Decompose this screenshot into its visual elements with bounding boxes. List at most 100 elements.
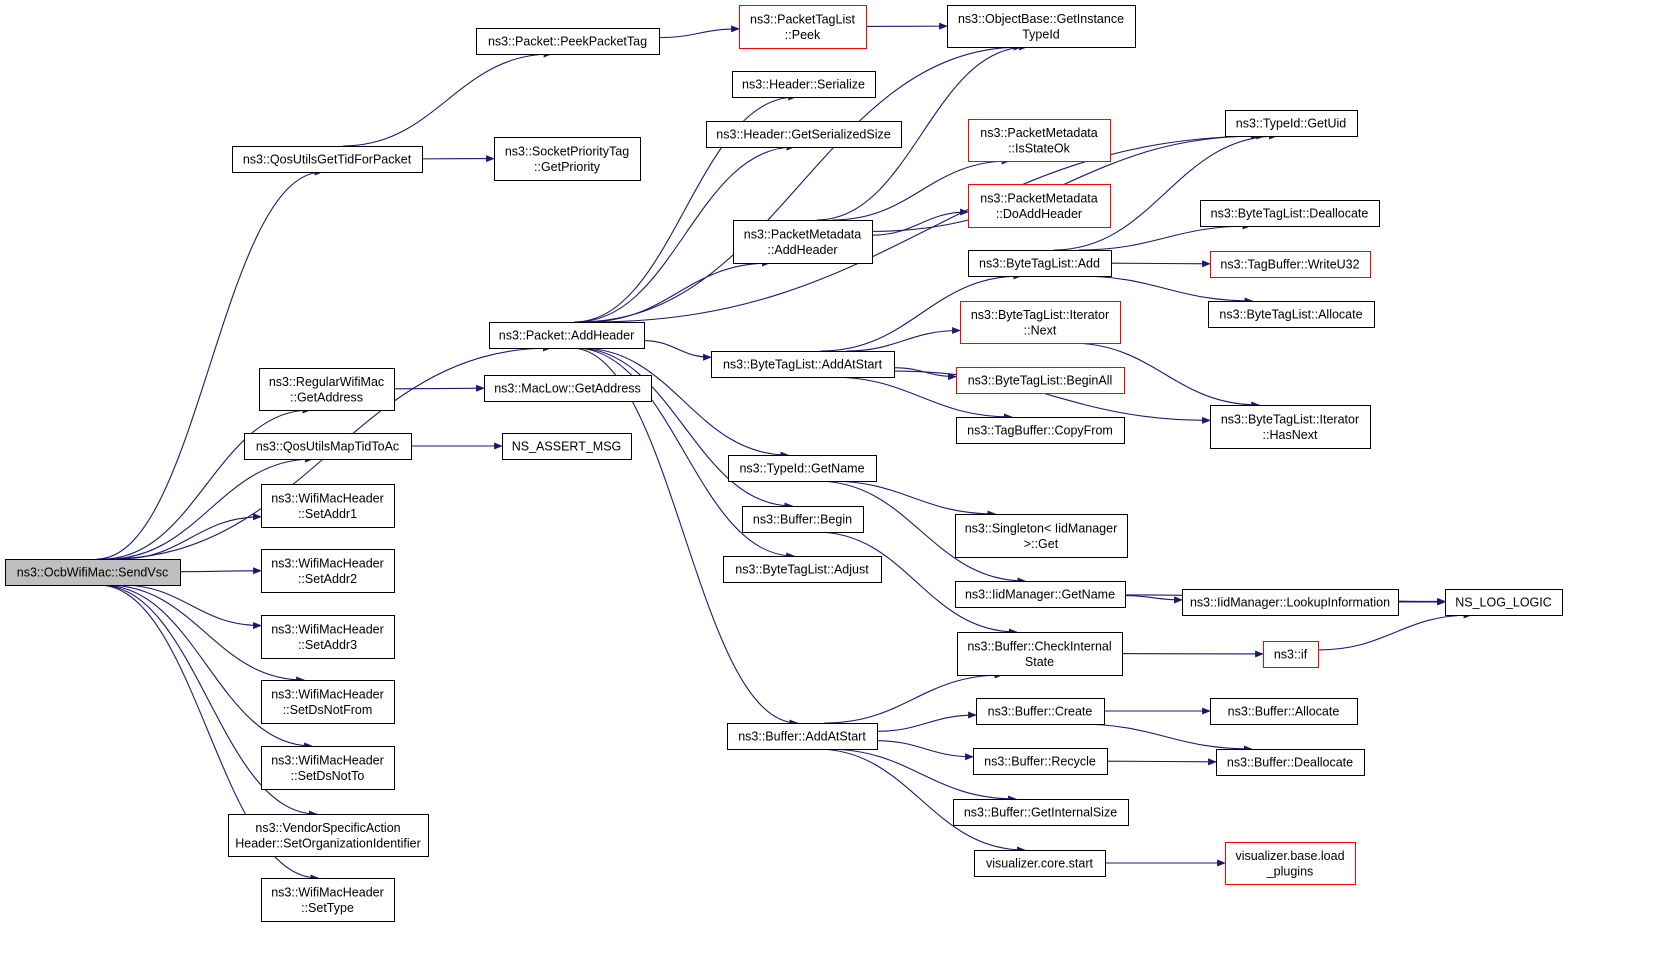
- node-buffer_recycle[interactable]: ns3::Buffer::Recycle: [973, 748, 1108, 775]
- node-packettaglist_peek[interactable]: ns3::PacketTagList::Peek: [739, 5, 867, 49]
- node-label-btl_allocate-0: ns3::ByteTagList::Allocate: [1219, 308, 1362, 322]
- node-label-setaddr3-1: ::SetAddr3: [298, 638, 357, 652]
- node-layer: ns3::OcbWifiMac::SendVsc ns3::QosUtilsGet…: [5, 5, 1563, 922]
- node-buffer_allocate[interactable]: ns3::Buffer::Allocate: [1210, 698, 1358, 725]
- node-box-pm_doaddheader: [968, 184, 1111, 228]
- node-visualizer_load_plugins[interactable]: visualizer.base.load_plugins: [1225, 842, 1356, 885]
- node-box-socketprioritytag: [494, 137, 641, 181]
- edge-packet_addheader-to-typeid_getname: [580, 347, 790, 459]
- node-box-getinstancetypeid: [947, 5, 1136, 48]
- edge-packet_addheader-to-typeid_getuid: [593, 132, 1266, 323]
- node-btl_add[interactable]: ns3::ByteTagList::Add: [968, 250, 1112, 277]
- node-box-iid_lookupinformation: [1182, 589, 1399, 616]
- node-box-singleton_get: [955, 514, 1128, 558]
- node-setaddr3[interactable]: ns3::WifiMacHeader::SetAddr3: [261, 615, 395, 659]
- node-label-buffer_allocate-0: ns3::Buffer::Allocate: [1228, 705, 1340, 719]
- edge-sendvsc-to-qosmaptidtoac: [107, 455, 314, 560]
- node-label-maclow_getaddress-0: ns3::MacLow::GetAddress: [494, 382, 641, 396]
- node-label-buffer_addatstart-0: ns3::Buffer::AddAtStart: [738, 730, 866, 744]
- node-buffer_getinternalsize[interactable]: ns3::Buffer::GetInternalSize: [953, 799, 1129, 826]
- node-box-setdsnotfrom: [261, 680, 395, 724]
- node-btl_deallocate[interactable]: ns3::ByteTagList::Deallocate: [1200, 200, 1380, 227]
- node-label-setaddr2-0: ns3::WifiMacHeader: [271, 556, 384, 570]
- node-box-buffer_addatstart: [727, 723, 878, 750]
- node-btl_allocate[interactable]: ns3::ByteTagList::Allocate: [1208, 301, 1375, 328]
- node-setaddr2[interactable]: ns3::WifiMacHeader::SetAddr2: [261, 549, 395, 593]
- node-btl_addatstart[interactable]: ns3::ByteTagList::AddAtStart: [711, 351, 895, 378]
- node-tagbuffer_writeu32[interactable]: ns3::TagBuffer::WriteU32: [1210, 251, 1371, 278]
- node-socketprioritytag[interactable]: ns3::SocketPriorityTag::GetPriority: [494, 137, 641, 181]
- node-qosmaptidtoac[interactable]: ns3::QosUtilsMapTidToAc: [244, 433, 412, 460]
- node-pm_doaddheader[interactable]: ns3::PacketMetadata::DoAddHeader: [968, 184, 1111, 228]
- node-sendvsc[interactable]: ns3::OcbWifiMac::SendVsc: [5, 559, 181, 586]
- node-box-maclow_getaddress: [484, 375, 652, 402]
- node-box-buffer_getinternalsize: [953, 799, 1129, 826]
- node-label-setaddr1-0: ns3::WifiMacHeader: [271, 491, 384, 505]
- node-label-settype-0: ns3::WifiMacHeader: [271, 885, 384, 899]
- node-box-btl_iterator_hasnext: [1210, 405, 1371, 449]
- node-btl_iterator_next[interactable]: ns3::ByteTagList::Iterator::Next: [960, 301, 1121, 344]
- node-buffer_addatstart[interactable]: ns3::Buffer::AddAtStart: [727, 723, 878, 750]
- node-maclow_getaddress[interactable]: ns3::MacLow::GetAddress: [484, 375, 652, 402]
- node-box-packettaglist_peek: [739, 5, 867, 49]
- node-box-btl_add: [968, 250, 1112, 277]
- node-btl_adjust[interactable]: ns3::ByteTagList::Adjust: [723, 556, 882, 583]
- edge-packet_addheader-to-btl_adjust: [574, 347, 796, 560]
- node-iid_lookupinformation[interactable]: ns3::IidManager::LookupInformation: [1182, 589, 1399, 616]
- node-ns_assert_msg[interactable]: NS_ASSERT_MSG: [502, 433, 632, 460]
- edge-sendvsc-to-qosgettid: [96, 168, 324, 560]
- node-box-setaddr3: [261, 615, 395, 659]
- node-setdsnotfrom[interactable]: ns3::WifiMacHeader::SetDsNotFrom: [261, 680, 395, 724]
- edge-packet_addheader-to-buffer_begin: [576, 347, 794, 510]
- node-box-buffer_allocate: [1210, 698, 1358, 725]
- node-qosgettid[interactable]: ns3::QosUtilsGetTidForPacket: [232, 146, 423, 173]
- node-tagbuffer_copyfrom[interactable]: ns3::TagBuffer::CopyFrom: [956, 417, 1125, 444]
- node-btl_beginall[interactable]: ns3::ByteTagList::BeginAll: [956, 367, 1125, 394]
- node-typeid_getname[interactable]: ns3::TypeId::GetName: [728, 455, 877, 482]
- node-box-packet_addheader: [489, 322, 645, 349]
- edge-packet_addheader-to-getinstancetypeid: [578, 43, 1023, 323]
- node-setdsnotto[interactable]: ns3::WifiMacHeader::SetDsNotTo: [261, 746, 395, 790]
- edge-pm_addheader-to-pm_doaddheader: [871, 208, 969, 236]
- node-typeid_getuid[interactable]: ns3::TypeId::GetUid: [1225, 110, 1358, 137]
- node-peekpackettag[interactable]: ns3::Packet::PeekPacketTag: [476, 28, 660, 55]
- node-label-qosgettid-0: ns3::QosUtilsGetTidForPacket: [243, 153, 412, 167]
- node-label-btl_addatstart-0: ns3::ByteTagList::AddAtStart: [723, 358, 883, 372]
- node-box-visualizer_core_start: [974, 850, 1106, 877]
- node-btl_iterator_hasnext[interactable]: ns3::ByteTagList::Iterator::HasNext: [1210, 405, 1371, 449]
- node-buffer_deallocate[interactable]: ns3::Buffer::Deallocate: [1216, 749, 1365, 776]
- node-vendorspecific[interactable]: ns3::VendorSpecificActionHeader::SetOrga…: [228, 814, 429, 857]
- node-box-vendorspecific: [228, 814, 429, 857]
- node-iid_getname[interactable]: ns3::IidManager::GetName: [955, 581, 1126, 608]
- node-label-regularwifimac_getaddress-0: ns3::RegularWifiMac: [269, 375, 384, 389]
- node-box-pm_isstateok: [968, 119, 1111, 162]
- node-label-packettaglist_peek-0: ns3::PacketTagList: [750, 12, 855, 26]
- node-label-pm_isstateok-0: ns3::PacketMetadata: [980, 126, 1097, 140]
- edge-regularwifimac_getaddress-to-maclow_getaddress: [393, 384, 485, 392]
- edge-packet_addheader-to-pm_addheader: [586, 259, 771, 323]
- node-header_getserializedsize[interactable]: ns3::Header::GetSerializedSize: [706, 121, 902, 148]
- node-pm_addheader[interactable]: ns3::PacketMetadata::AddHeader: [733, 220, 873, 264]
- node-singleton_get[interactable]: ns3::Singleton< IidManager >::Get: [955, 514, 1128, 558]
- node-visualizer_core_start[interactable]: visualizer.core.start: [974, 850, 1106, 877]
- node-settype[interactable]: ns3::WifiMacHeader::SetType: [261, 878, 395, 922]
- node-header_serialize[interactable]: ns3::Header::Serialize: [732, 71, 876, 98]
- node-label-buffer_deallocate-0: ns3::Buffer::Deallocate: [1227, 756, 1353, 770]
- node-regularwifimac_getaddress[interactable]: ns3::RegularWifiMac::GetAddress: [259, 368, 395, 411]
- edge-sendvsc-to-vendorspecific: [99, 584, 318, 818]
- edge-layer: [96, 22, 1473, 882]
- node-buffer_create[interactable]: ns3::Buffer::Create: [976, 698, 1105, 725]
- node-box-btl_iterator_next: [960, 301, 1121, 344]
- node-box-regularwifimac_getaddress: [259, 368, 395, 411]
- node-box-typeid_getname: [728, 455, 877, 482]
- node-packet_addheader[interactable]: ns3::Packet::AddHeader: [489, 322, 645, 349]
- node-ns3_if[interactable]: ns3::if: [1263, 641, 1319, 668]
- edge-btl_addatstart-to-tagbuffer_copyfrom: [830, 376, 1013, 421]
- node-ns_log_logic[interactable]: NS_LOG_LOGIC: [1445, 589, 1563, 616]
- node-buffer_begin[interactable]: ns3::Buffer::Begin: [742, 506, 864, 533]
- node-pm_isstateok[interactable]: ns3::PacketMetadata::IsStateOk: [968, 119, 1111, 162]
- node-setaddr1[interactable]: ns3::WifiMacHeader::SetAddr1: [261, 484, 395, 528]
